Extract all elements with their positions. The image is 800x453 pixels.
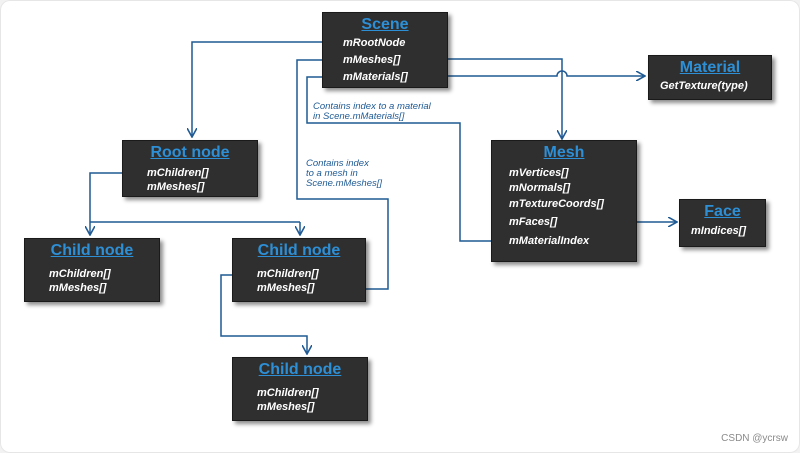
scene-title: Scene <box>361 16 409 33</box>
field-mmaterials: mMaterials[] <box>343 71 408 83</box>
child-node-left: Child node mChildren[] mMeshes[] <box>24 238 160 302</box>
child-node-middle: Child node mChildren[] mMeshes[] <box>232 238 366 302</box>
field-mchildren: mChildren[] <box>257 387 319 399</box>
root-node-title: Root node <box>150 144 230 161</box>
face-title: Face <box>704 203 741 220</box>
connector-scene-meshes <box>436 58 562 138</box>
field-mmeshes: mMeshes[] <box>257 282 315 294</box>
field-mchildren: mChildren[] <box>49 268 111 280</box>
face-node: Face mIndices[] <box>679 199 766 247</box>
field-mfaces: mFaces[] <box>509 216 558 228</box>
child-node-title: Child node <box>258 361 342 378</box>
note-material-index: Contains index to a material in Scene.mM… <box>313 101 431 122</box>
field-mvertices: mVertices[] <box>509 167 569 179</box>
field-mnormals: mNormals[] <box>509 182 571 194</box>
connector-rootnode <box>192 41 330 136</box>
child-node-bottom: Child node mChildren[] mMeshes[] <box>232 357 368 421</box>
connector-materials <box>436 70 644 76</box>
field-mmeshes: mMeshes[] <box>343 54 401 66</box>
connector-root-children <box>89 172 300 223</box>
field-mmeshes: mMeshes[] <box>147 181 205 193</box>
connector-child-meshes <box>296 60 389 290</box>
connector-child-child <box>220 274 307 353</box>
field-mmeshes: mMeshes[] <box>49 282 107 294</box>
field-mchildren: mChildren[] <box>147 167 209 179</box>
note-mesh-index: Contains index to a mesh in Scene.mMeshe… <box>306 158 383 189</box>
field-gettexture: GetTexture(type) <box>660 80 748 92</box>
field-mrootnode: mRootNode <box>343 37 406 49</box>
scene-node: Scene mRootNode mMeshes[] mMaterials[] <box>322 12 448 88</box>
child-node-title: Child node <box>50 242 134 259</box>
field-mmaterialindex: mMaterialIndex <box>509 235 590 247</box>
connector-material-index <box>306 77 492 242</box>
field-mtexturecoords: mTextureCoords[] <box>509 198 604 210</box>
child-node-title: Child node <box>257 242 341 259</box>
field-mindices: mIndices[] <box>691 225 747 237</box>
field-mchildren: mChildren[] <box>257 268 319 280</box>
material-node: Material GetTexture(type) <box>648 55 772 100</box>
root-node: Root node mChildren[] mMeshes[] <box>122 140 258 197</box>
material-title: Material <box>679 59 741 76</box>
field-mmeshes: mMeshes[] <box>257 401 315 413</box>
mesh-title: Mesh <box>543 144 585 161</box>
watermark: CSDN @ycrsw <box>721 433 788 444</box>
mesh-node: Mesh mVertices[] mNormals[] mTextureCoor… <box>491 140 637 262</box>
